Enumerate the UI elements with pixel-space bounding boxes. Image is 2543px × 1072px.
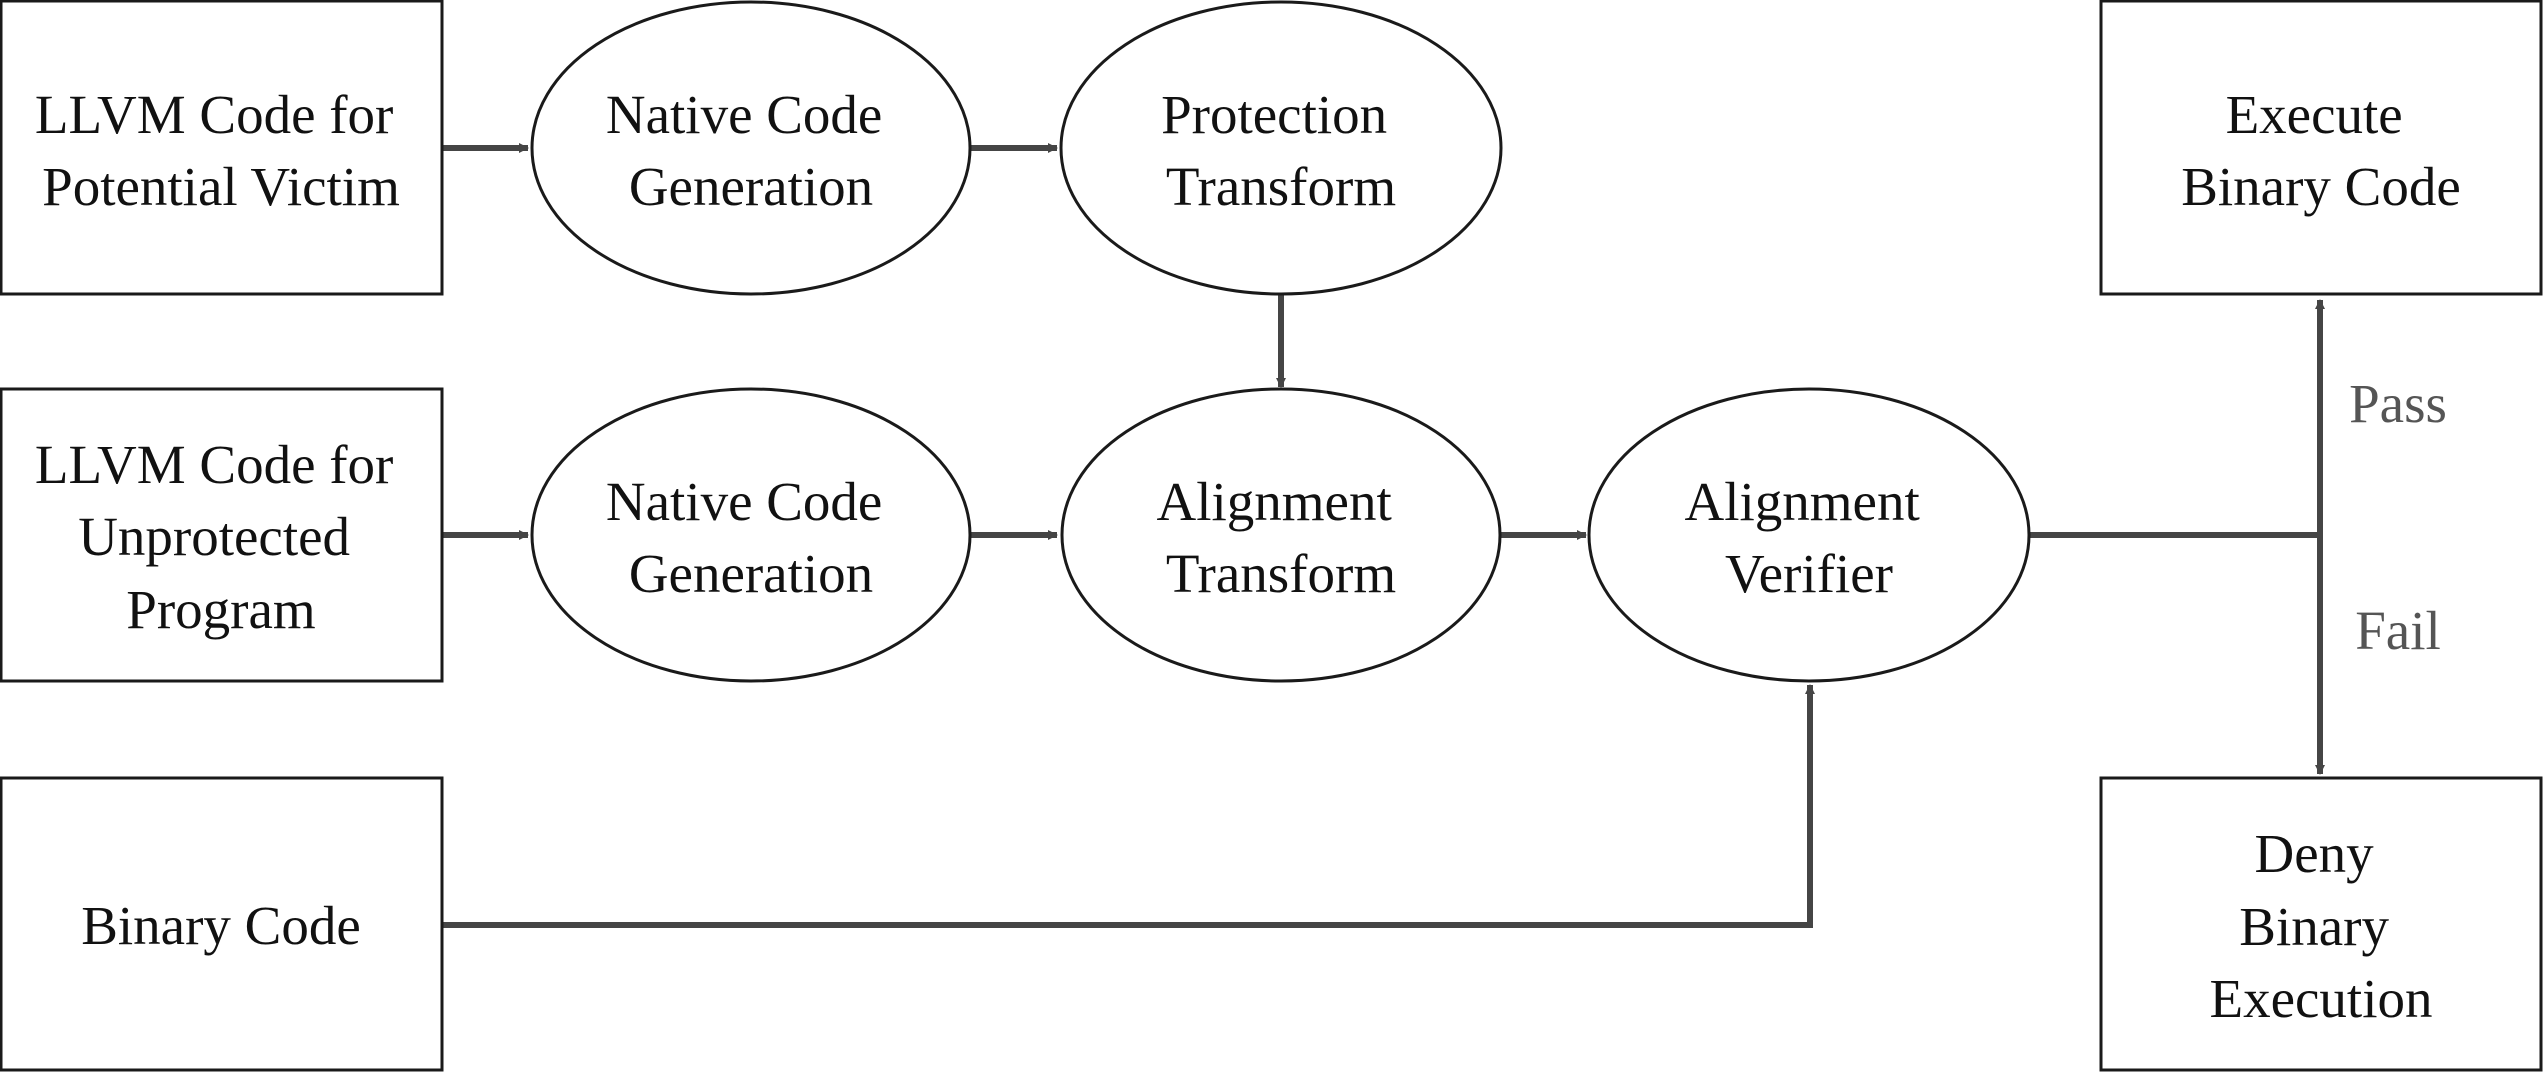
- node-llvm-victim-text: LLVM Code for Potential Victim: [35, 84, 407, 217]
- node-execute-binary: Execute Binary Code: [2099, 0, 2543, 296]
- node-alignment-verifier: Alignment Verifier: [1587, 387, 2031, 683]
- edges: [443, 143, 2325, 928]
- node-llvm-unprotected: LLVM Code for Unprotected Program: [0, 387, 444, 683]
- node-deny-execution-text: Deny Binary Execution: [2210, 823, 2433, 1029]
- node-alignment-transform-text: Alignment Transform: [1156, 471, 1405, 604]
- fail-label: Fail: [2355, 600, 2441, 661]
- node-binary-code-text: Binary Code: [81, 895, 361, 956]
- node-native-gen-2-text: Native Code Generation: [606, 471, 896, 604]
- node-execute-binary-text: Execute Binary Code: [2181, 84, 2461, 217]
- node-native-gen-1-text: Native Code Generation: [606, 84, 896, 217]
- edge-binary-code-to-verifier: [443, 684, 1815, 928]
- pass-label: Pass: [2349, 373, 2447, 434]
- node-native-gen-2: Native Code Generation: [530, 387, 972, 683]
- node-native-gen-1: Native Code Generation: [530, 0, 972, 296]
- node-protection-transform-text: Protection Transform: [1161, 84, 1401, 217]
- node-alignment-transform: Alignment Transform: [1060, 387, 1502, 683]
- node-deny-execution: Deny Binary Execution: [2099, 776, 2543, 1072]
- node-binary-code: Binary Code: [0, 776, 444, 1072]
- node-llvm-unprotected-text: LLVM Code for Unprotected Program: [35, 434, 407, 640]
- node-llvm-victim: LLVM Code for Potential Victim: [0, 0, 444, 296]
- node-protection-transform: Protection Transform: [1059, 0, 1503, 296]
- node-alignment-verifier-text: Alignment Verifier: [1684, 471, 1933, 604]
